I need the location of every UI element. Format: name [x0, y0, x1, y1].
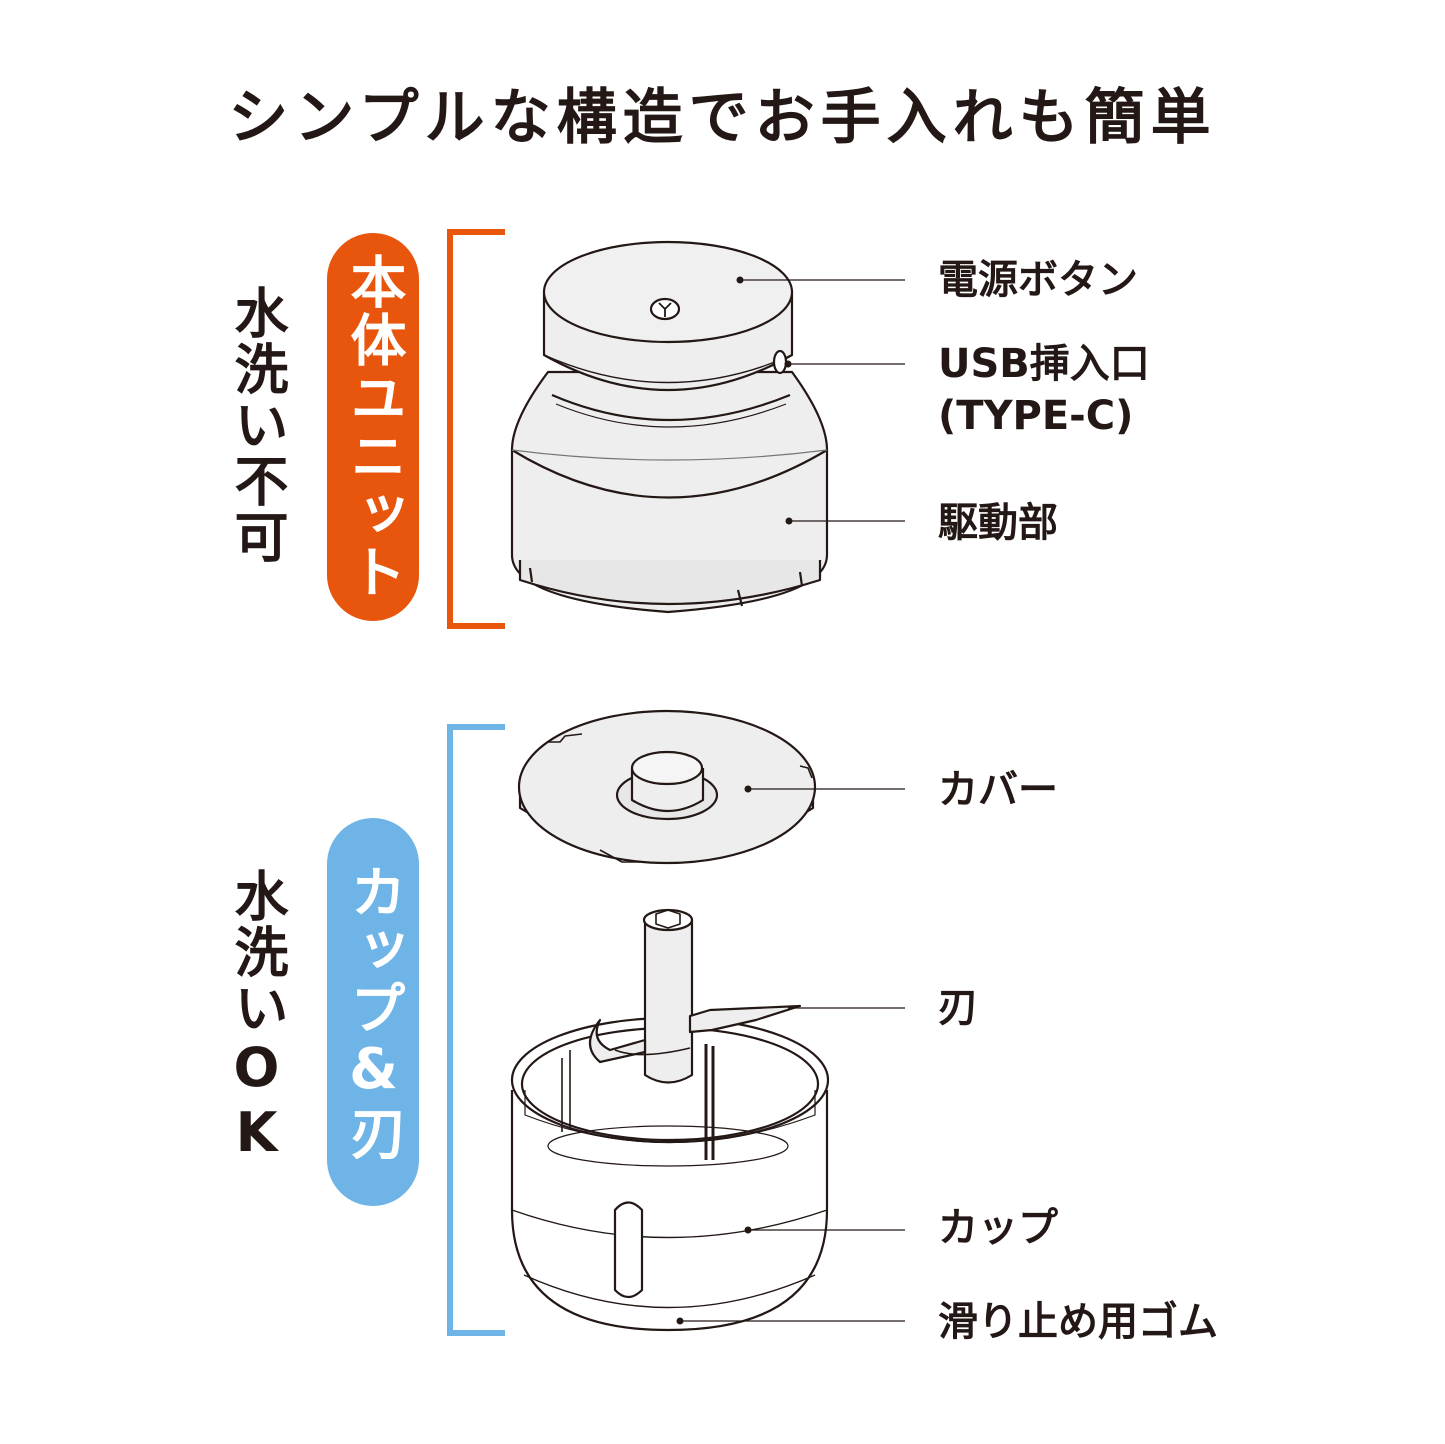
callout-blade: 刃: [938, 985, 978, 1031]
callout-non-slip-rubber: 滑り止め用ゴム: [938, 1299, 1218, 1345]
bracket-cup-blade: [447, 724, 505, 1336]
badge-cup-blade: カップ&刃: [327, 818, 419, 1206]
callout-cup: カップ: [938, 1205, 1058, 1251]
badge-cup-blade-label: カップ&刃: [341, 862, 406, 1162]
badge-main-unit: 本体ユニット: [327, 233, 419, 621]
blade-drawing: [588, 908, 802, 1084]
badge-main-unit-label: 本体ユニット: [341, 253, 406, 601]
cover-drawing: [517, 709, 817, 865]
cup-drawing: [510, 1016, 830, 1332]
side-note-not-washable: 水洗い不可: [225, 285, 288, 565]
side-note-washable: 水洗いOK: [225, 868, 288, 1166]
callout-usb-port-type: (TYPE-C): [938, 393, 1134, 439]
callout-usb-port: USB挿入口: [938, 341, 1150, 387]
bracket-main-unit: [447, 229, 505, 629]
page-title: シンプルな構造でお手入れも簡単: [228, 83, 1217, 153]
leader-lines: [680, 279, 905, 1322]
callout-drive-unit: 駆動部: [938, 500, 1058, 546]
callout-cover: カバー: [938, 767, 1058, 813]
main-unit-drawing: [510, 240, 829, 614]
callout-power-button: 電源ボタン: [938, 257, 1138, 303]
